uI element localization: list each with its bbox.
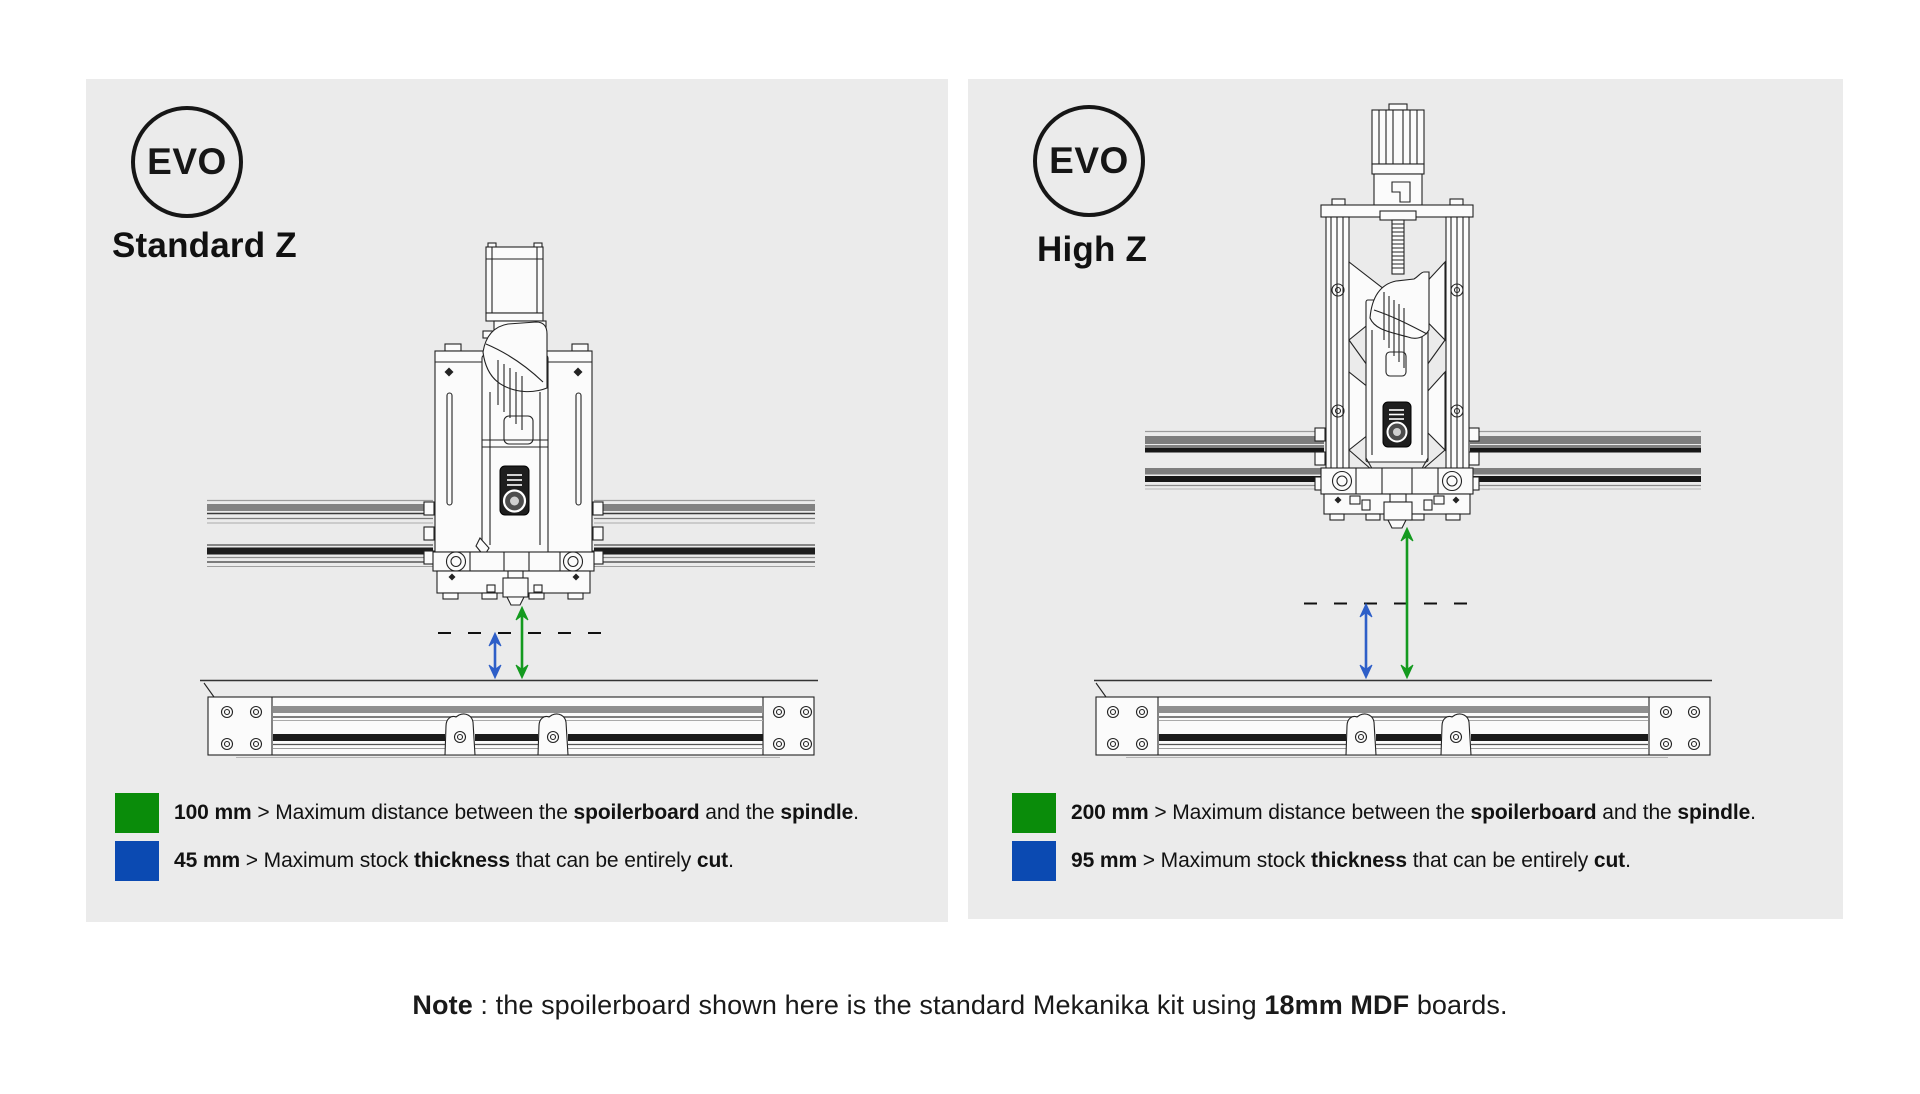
blue-swatch bbox=[115, 841, 159, 881]
note-text: Note : the spoilerboard shown here is th… bbox=[412, 990, 1508, 1020]
panel-title-standard-z: Standard Z bbox=[112, 226, 297, 265]
end-cap-screws bbox=[220, 705, 813, 751]
evo-logo-badge: EVO bbox=[131, 106, 243, 218]
z-axis-frame bbox=[1320, 198, 1474, 495]
max-thickness-arrow bbox=[488, 631, 502, 680]
collet bbox=[1383, 493, 1413, 529]
evo-logo-text: EVO bbox=[1049, 140, 1129, 181]
standard-z-machine-drawing bbox=[200, 242, 818, 758]
cable-wrap bbox=[482, 321, 548, 393]
green-swatch bbox=[1012, 793, 1056, 833]
stepper-motor bbox=[1371, 103, 1425, 206]
high-z-machine-drawing bbox=[1094, 103, 1712, 758]
max-thickness-arrow bbox=[1359, 602, 1373, 680]
x-rails bbox=[207, 499, 815, 567]
stepper-motor bbox=[482, 242, 547, 339]
legend-item-max-thickness: 45 mm > Maximum stock thickness that can… bbox=[115, 841, 734, 881]
x-rails bbox=[1145, 427, 1701, 491]
evo-logo-badge: EVO bbox=[1033, 105, 1145, 217]
legend-text-max-thickness: 95 mm > Maximum stock thickness that can… bbox=[1071, 849, 1631, 872]
lead-screw bbox=[1379, 210, 1417, 275]
spindle bbox=[1365, 271, 1430, 478]
end-cap-screws bbox=[1106, 705, 1701, 751]
spoilerboard-table bbox=[200, 679, 818, 758]
panel-title-high-z: High Z bbox=[1037, 230, 1148, 269]
spindle bbox=[475, 321, 549, 585]
spindle-control-panel bbox=[1382, 401, 1412, 448]
evo-logo-text: EVO bbox=[147, 141, 227, 182]
panel-standard-z: EVO Standard Z bbox=[86, 79, 948, 922]
panel-high-z: EVO High Z bbox=[968, 79, 1843, 919]
legend-text-max-distance: 200 mm > Maximum distance between the sp… bbox=[1071, 801, 1756, 824]
legend-item-max-distance: 200 mm > Maximum distance between the sp… bbox=[1012, 793, 1756, 833]
green-swatch bbox=[115, 793, 159, 833]
legend-text-max-distance: 100 mm > Maximum distance between the sp… bbox=[174, 801, 859, 824]
roller-bearing bbox=[1441, 470, 1463, 492]
legend-text-max-thickness: 45 mm > Maximum stock thickness that can… bbox=[174, 849, 734, 872]
spindle-control-panel bbox=[499, 465, 530, 516]
max-distance-arrow bbox=[515, 605, 529, 680]
max-distance-arrow bbox=[1400, 526, 1414, 680]
legend-item-max-distance: 100 mm > Maximum distance between the sp… bbox=[115, 793, 859, 833]
blue-swatch bbox=[1012, 841, 1056, 881]
collet bbox=[502, 570, 529, 606]
legend-item-max-thickness: 95 mm > Maximum stock thickness that can… bbox=[1012, 841, 1631, 881]
spoilerboard-table bbox=[1094, 679, 1712, 758]
roller-bearing bbox=[1331, 470, 1353, 492]
